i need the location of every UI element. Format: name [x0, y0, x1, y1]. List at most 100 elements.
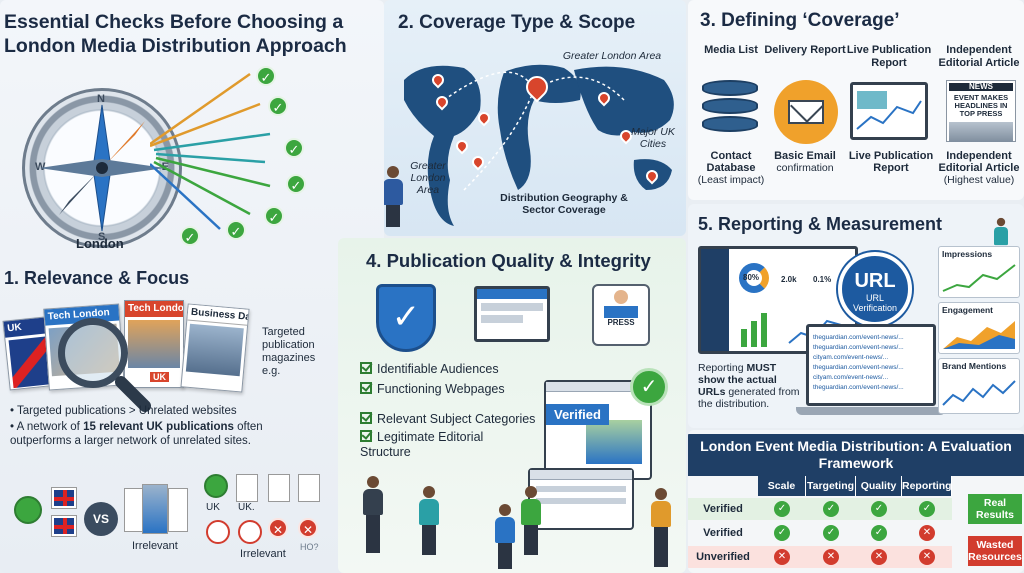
person-figure — [490, 504, 520, 569]
col-head-delivery-report: Delivery Report — [764, 44, 846, 56]
relevance-panel: Essential Checks Before Choosing a Londo… — [0, 0, 384, 573]
compass-south: S — [98, 231, 106, 243]
defining-coverage-panel: 3. Defining ‘Coverage’ Media List Delive… — [688, 0, 1024, 200]
unrelated-site-icon — [124, 488, 144, 532]
check-icon: ✓ — [284, 138, 304, 158]
search-check-icon — [14, 496, 42, 524]
col-head-editorial: Independent Editorial Article — [938, 44, 1020, 69]
check-icon: ✓ — [286, 174, 306, 194]
section-title-relevance: 1. Relevance & Focus — [4, 268, 190, 288]
verified-site-window — [544, 380, 652, 480]
check-icon: ✓ — [774, 525, 790, 541]
world-map — [404, 64, 674, 226]
compass-north: N — [97, 93, 105, 105]
col-foot-editorial: Independent Editorial Article(Highest va… — [938, 150, 1020, 186]
x-icon: ✕ — [298, 518, 318, 538]
col-foot-live-report: Live Publication Report — [848, 150, 934, 174]
magazine-business-daily: Business Daily — [180, 303, 250, 393]
webpage-icon — [474, 286, 550, 342]
col-quality: Quality — [856, 476, 902, 496]
vs-label: VS — [84, 502, 118, 536]
live-report-icon — [850, 82, 928, 140]
irrelevant-label-1: Irrelevant — [132, 540, 178, 552]
defining-coverage-title: 3. Defining ‘Coverage’ — [700, 10, 900, 31]
bullet-targeted: • Targeted publications > Unrelated webs… — [10, 405, 237, 417]
row-label: Verified — [688, 498, 758, 520]
metric-engagement: Engagement — [938, 302, 1020, 354]
dashboard-screen: 80% 2.0k 0.1% — [698, 246, 858, 354]
check-icon: ✓ — [180, 226, 200, 246]
quality-title: 4. Publication Quality & Integrity — [366, 250, 651, 271]
uk-flag-icon — [52, 488, 76, 508]
check-icon: ✓ — [256, 66, 276, 86]
compass-west: W — [35, 161, 46, 173]
check-icon: ✓ — [871, 525, 887, 541]
check-icon: ✓ — [774, 501, 790, 517]
col-head-media-list: Media List — [704, 44, 758, 56]
person-figure — [414, 486, 444, 555]
check-editorial-structure: Legitimate Editorial Structure — [360, 430, 484, 459]
blocked-icon — [238, 520, 262, 544]
verified-badge: Verified — [546, 404, 609, 425]
framework-title: London Event Media Distribution: A Evalu… — [688, 434, 1024, 476]
evaluation-framework-panel: London Event Media Distribution: A Evalu… — [688, 430, 1024, 573]
site-icon — [298, 474, 320, 502]
label-major-cities: Major UK Cities — [631, 126, 675, 150]
compass-label: London — [76, 236, 124, 251]
person-figure — [646, 488, 676, 567]
col-reporting: Reporting — [902, 476, 952, 496]
metric-impressions: Impressions — [938, 246, 1020, 298]
relevance-arrows — [150, 72, 271, 230]
x-icon: ✕ — [871, 549, 887, 565]
quality-panel: 4. Publication Quality & Integrity ✓ PRE… — [338, 238, 686, 573]
check-icon: ✓ — [226, 220, 246, 240]
small-label: UK. — [238, 502, 255, 513]
small-label: HO? — [300, 542, 319, 552]
label-greater-london-left: Greater London Area — [410, 160, 446, 196]
reporting-note: Reporting MUST show the actual URLs gene… — [698, 362, 800, 410]
x-icon: ✕ — [919, 549, 935, 565]
bullet-network: • A network of 15 relevant UK publicatio… — [10, 421, 263, 447]
database-icon — [702, 80, 758, 142]
presenter-figure — [384, 166, 408, 227]
shield-check-icon: ✓ — [376, 284, 436, 352]
main-title: Essential Checks Before Choosing a Londo… — [4, 11, 347, 57]
check-icon: ✓ — [823, 525, 839, 541]
col-scale: Scale — [758, 476, 806, 496]
side-note: Targeted publication magazines e.g. — [262, 326, 316, 377]
x-icon: ✕ — [268, 518, 288, 538]
result-real: Real Results — [968, 494, 1022, 524]
row-label: Unverified — [688, 546, 758, 568]
coverage-title: 2. Coverage Type & Scope — [398, 12, 636, 33]
x-icon: ✕ — [823, 549, 839, 565]
url-verification-badge: URL URL Verification — [838, 252, 912, 326]
unrelated-site-icon — [142, 484, 168, 534]
magnifier-tag: UK — [150, 372, 169, 382]
person-figure — [358, 476, 388, 553]
laptop-url-list: theguardian.com/event-news/... theguardi… — [806, 324, 936, 406]
irrelevant-label-2: Irrelevant — [240, 548, 286, 560]
check-identifiable-audiences: Identifiable Audiences — [360, 362, 499, 377]
blocked-icon — [206, 520, 230, 544]
email-icon — [774, 80, 838, 144]
row-label: Verified — [688, 522, 758, 544]
check-subject-categories: Relevant Subject Categories — [360, 412, 535, 427]
unrelated-site-icon — [168, 488, 188, 532]
check-icon: ✓ — [871, 501, 887, 517]
x-icon: ✕ — [919, 525, 935, 541]
check-functioning-webpages: Functioning Webpages — [360, 382, 505, 397]
metric-brand-mentions: Brand Mentions — [938, 358, 1020, 414]
col-targeting: Targeting — [806, 476, 856, 496]
col-head-live-report: Live Publication Report — [846, 44, 932, 69]
reporting-panel: 5. Reporting & Measurement 80% 2.0k 0.1%… — [688, 204, 1024, 428]
site-icon — [268, 474, 290, 502]
press-badge-icon: PRESS — [592, 284, 650, 346]
label-greater-london-top: Greater London Area — [562, 50, 662, 62]
site-icon — [236, 474, 258, 502]
reporting-title: 5. Reporting & Measurement — [698, 214, 943, 234]
person-figure — [516, 486, 546, 555]
check-icon: ✓ — [268, 96, 288, 116]
verified-medal-icon: ✓ — [630, 368, 668, 406]
x-icon: ✕ — [774, 549, 790, 565]
